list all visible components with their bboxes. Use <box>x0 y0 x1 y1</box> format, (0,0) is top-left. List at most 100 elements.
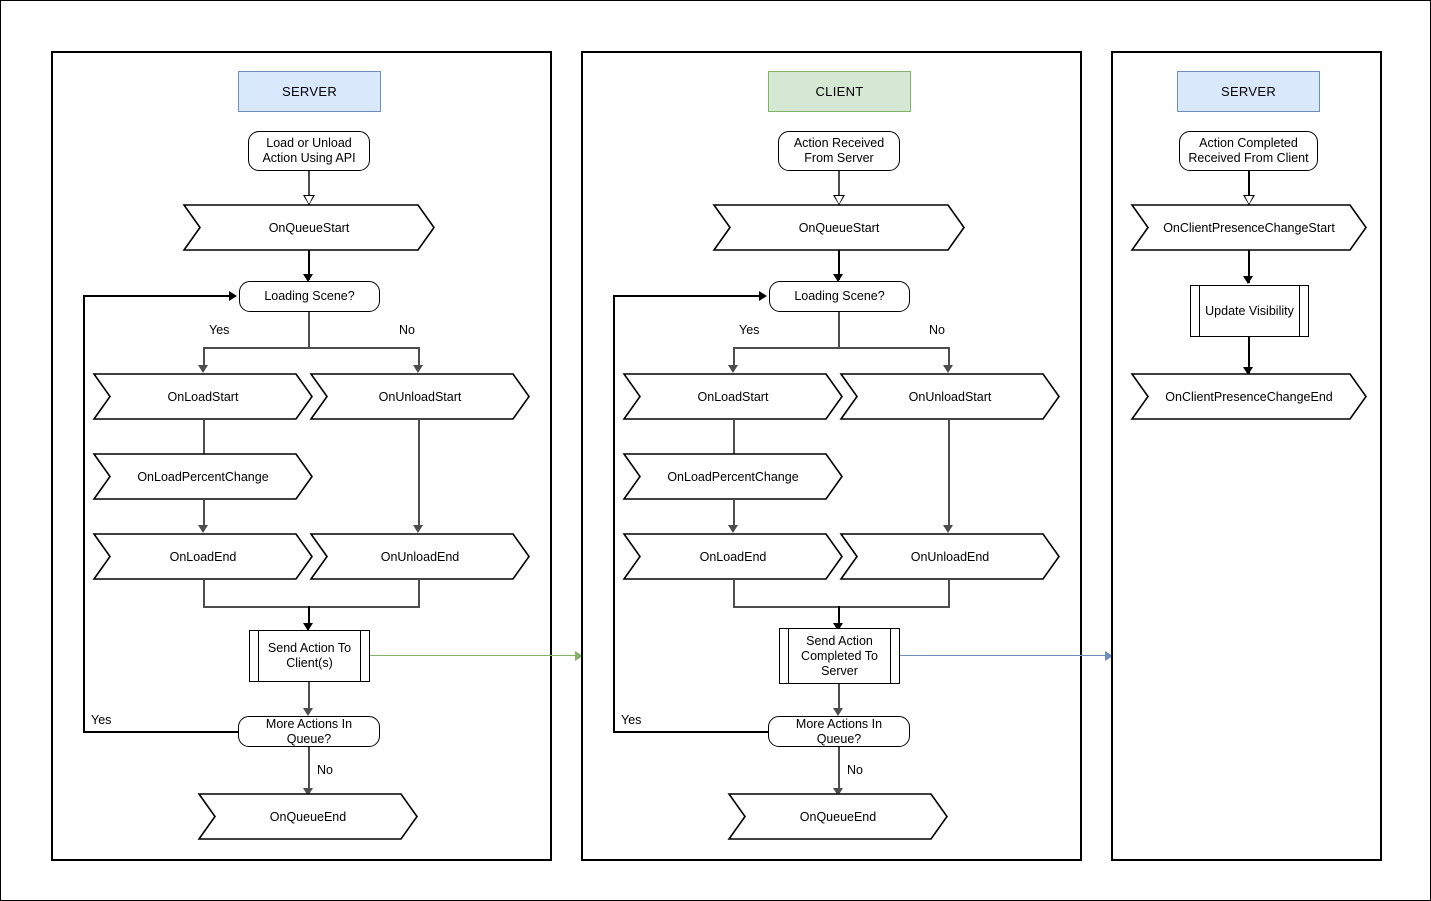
arrowhead-open-presence-start <box>1243 195 1255 205</box>
node-start-line2: Action Using API <box>262 151 356 165</box>
connector-client-unloadstart-to-unloadend <box>948 419 950 529</box>
arrowhead-onloadend <box>198 525 208 533</box>
connector-loop-top <box>83 295 231 297</box>
arrowhead-client-onloadend <box>728 525 738 533</box>
connector-morequeue-to-queueend <box>308 747 310 792</box>
column-server-presence <box>1111 51 1382 861</box>
node-onloadpercentchange: OnLoadPercentChange <box>92 453 313 500</box>
connector-client-unloadend-down <box>948 579 950 607</box>
node-start-load-unload: Load or Unload Action Using API <box>248 131 370 171</box>
arrowhead-onunloadstart <box>413 365 423 373</box>
connector-loading-bus <box>203 347 419 349</box>
node-onunloadend: OnUnloadEnd <box>309 533 530 580</box>
connector-loading-yes-drop <box>203 347 205 369</box>
connector-client-loading-no-drop <box>948 347 950 369</box>
arrowhead-client-loop-into-loading <box>759 291 767 301</box>
arrowhead-client-onqueueend <box>833 788 843 796</box>
connector-loadstart-to-percent <box>203 419 205 455</box>
connector-client-loop-left <box>613 731 769 733</box>
edge-label-client-loading-no: No <box>929 323 945 337</box>
node-client-onloadstart: OnLoadStart <box>622 373 843 420</box>
connector-merge-to-send <box>308 606 310 628</box>
node-client-onloadend: OnLoadEnd <box>622 533 843 580</box>
arrowhead-loop-into-loading <box>229 291 237 301</box>
node-update-visibility: Update Visibility <box>1190 285 1309 337</box>
edge-label-loading-no: No <box>399 323 415 337</box>
connector-presencestart-to-visibility <box>1248 250 1250 283</box>
connector-client-to-server <box>900 655 1110 657</box>
connector-unloadstart-to-unloadend <box>418 419 420 529</box>
presence-start-line1: Action Completed <box>1199 136 1298 150</box>
node-onloadend: OnLoadEnd <box>92 533 313 580</box>
node-client-onloadpercentchange: OnLoadPercentChange <box>622 453 843 500</box>
connector-client-send-to-morequeue <box>838 684 840 712</box>
node-start-line1: Load or Unload <box>266 136 352 150</box>
arrowhead-loading-scene <box>303 274 313 282</box>
connector-send-to-morequeue <box>308 682 310 712</box>
arrowhead-client-to-server <box>1105 651 1113 661</box>
arrowhead-onqueueend <box>303 788 313 796</box>
arrowhead-client-send-action <box>833 623 843 631</box>
arrowhead-open-queuestart <box>303 195 315 205</box>
connector-unloadend-down <box>418 579 420 607</box>
connector-presence-start-to-event <box>1248 171 1250 205</box>
arrowhead-client-more-actions <box>833 708 843 716</box>
arrowhead-presence-end <box>1243 367 1253 375</box>
client-start-line2: From Server <box>804 151 874 165</box>
connector-client-loop-up <box>613 296 615 732</box>
banner-server-queue: SERVER <box>238 71 381 112</box>
edge-label-client-loading-yes: Yes <box>739 323 760 337</box>
node-onclientpresencechangeend: OnClientPresenceChangeEnd <box>1130 373 1367 420</box>
node-onclientpresencechangestart: OnClientPresenceChangeStart <box>1130 204 1367 251</box>
node-send-action-completed-to-server: Send Action Completed To Server <box>779 628 900 684</box>
arrowhead-client-onloadstart <box>728 365 738 373</box>
connector-client-merge-to-send <box>838 606 840 628</box>
node-onunloadstart: OnUnloadStart <box>309 373 530 420</box>
send-completed-line3: Server <box>821 663 858 678</box>
connector-percent-to-loadend <box>203 499 205 529</box>
edge-label-client-exit-no: No <box>847 763 863 777</box>
connector-client-loading-stem <box>838 312 840 348</box>
send-completed-line2: Completed To <box>801 648 878 663</box>
node-onqueueend: OnQueueEnd <box>197 793 418 840</box>
edge-label-client-loop-yes: Yes <box>621 713 642 727</box>
edge-label-exit-no: No <box>317 763 333 777</box>
decision-loading-scene: Loading Scene? <box>239 281 380 312</box>
connector-client-morequeue-to-queueend <box>838 747 840 792</box>
banner-server-presence: SERVER <box>1177 71 1320 112</box>
send-completed-line1: Send Action <box>806 633 873 648</box>
node-client-onunloadstart: OnUnloadStart <box>839 373 1060 420</box>
connector-client-percent-to-loadend <box>733 499 735 529</box>
arrowhead-client-onunloadend <box>943 525 953 533</box>
arrowhead-onunloadend <box>413 525 423 533</box>
arrowhead-server-to-client <box>575 651 583 661</box>
connector-queuestart-to-loading <box>308 250 310 280</box>
decision-client-more-actions-queue: More Actions In Queue? <box>768 716 910 747</box>
decision-more-actions-queue: More Actions In Queue? <box>238 716 380 747</box>
connector-client-loading-bus <box>733 347 949 349</box>
connector-loadend-down <box>203 579 205 607</box>
decision-client-loading-scene: Loading Scene? <box>769 281 910 312</box>
banner-client-queue: CLIENT <box>768 71 911 112</box>
arrowhead-send-action <box>303 623 313 631</box>
connector-loading-no-drop <box>418 347 420 369</box>
connector-client-merge-bus <box>733 606 950 608</box>
edge-label-loop-yes: Yes <box>91 713 112 727</box>
connector-merge-bus <box>203 606 420 608</box>
connector-visibility-to-presenceend <box>1248 337 1250 375</box>
node-send-action-to-clients: Send Action To Client(s) <box>249 630 370 682</box>
connector-server-to-client <box>370 655 580 657</box>
edge-label-loading-yes: Yes <box>209 323 230 337</box>
node-client-onqueuestart: OnQueueStart <box>712 204 965 251</box>
node-action-completed-received: Action Completed Received From Client <box>1179 131 1318 171</box>
arrowhead-more-actions <box>303 708 313 716</box>
connector-loop-up <box>83 296 85 732</box>
connector-loading-stem <box>308 312 310 348</box>
client-start-line1: Action Received <box>793 136 885 150</box>
arrowhead-open-client-queuestart <box>833 195 845 205</box>
connector-client-loadend-down <box>733 579 735 607</box>
connector-client-loadstart-to-percent <box>733 419 735 455</box>
node-client-onunloadend: OnUnloadEnd <box>839 533 1060 580</box>
arrowhead-onloadstart <box>198 365 208 373</box>
